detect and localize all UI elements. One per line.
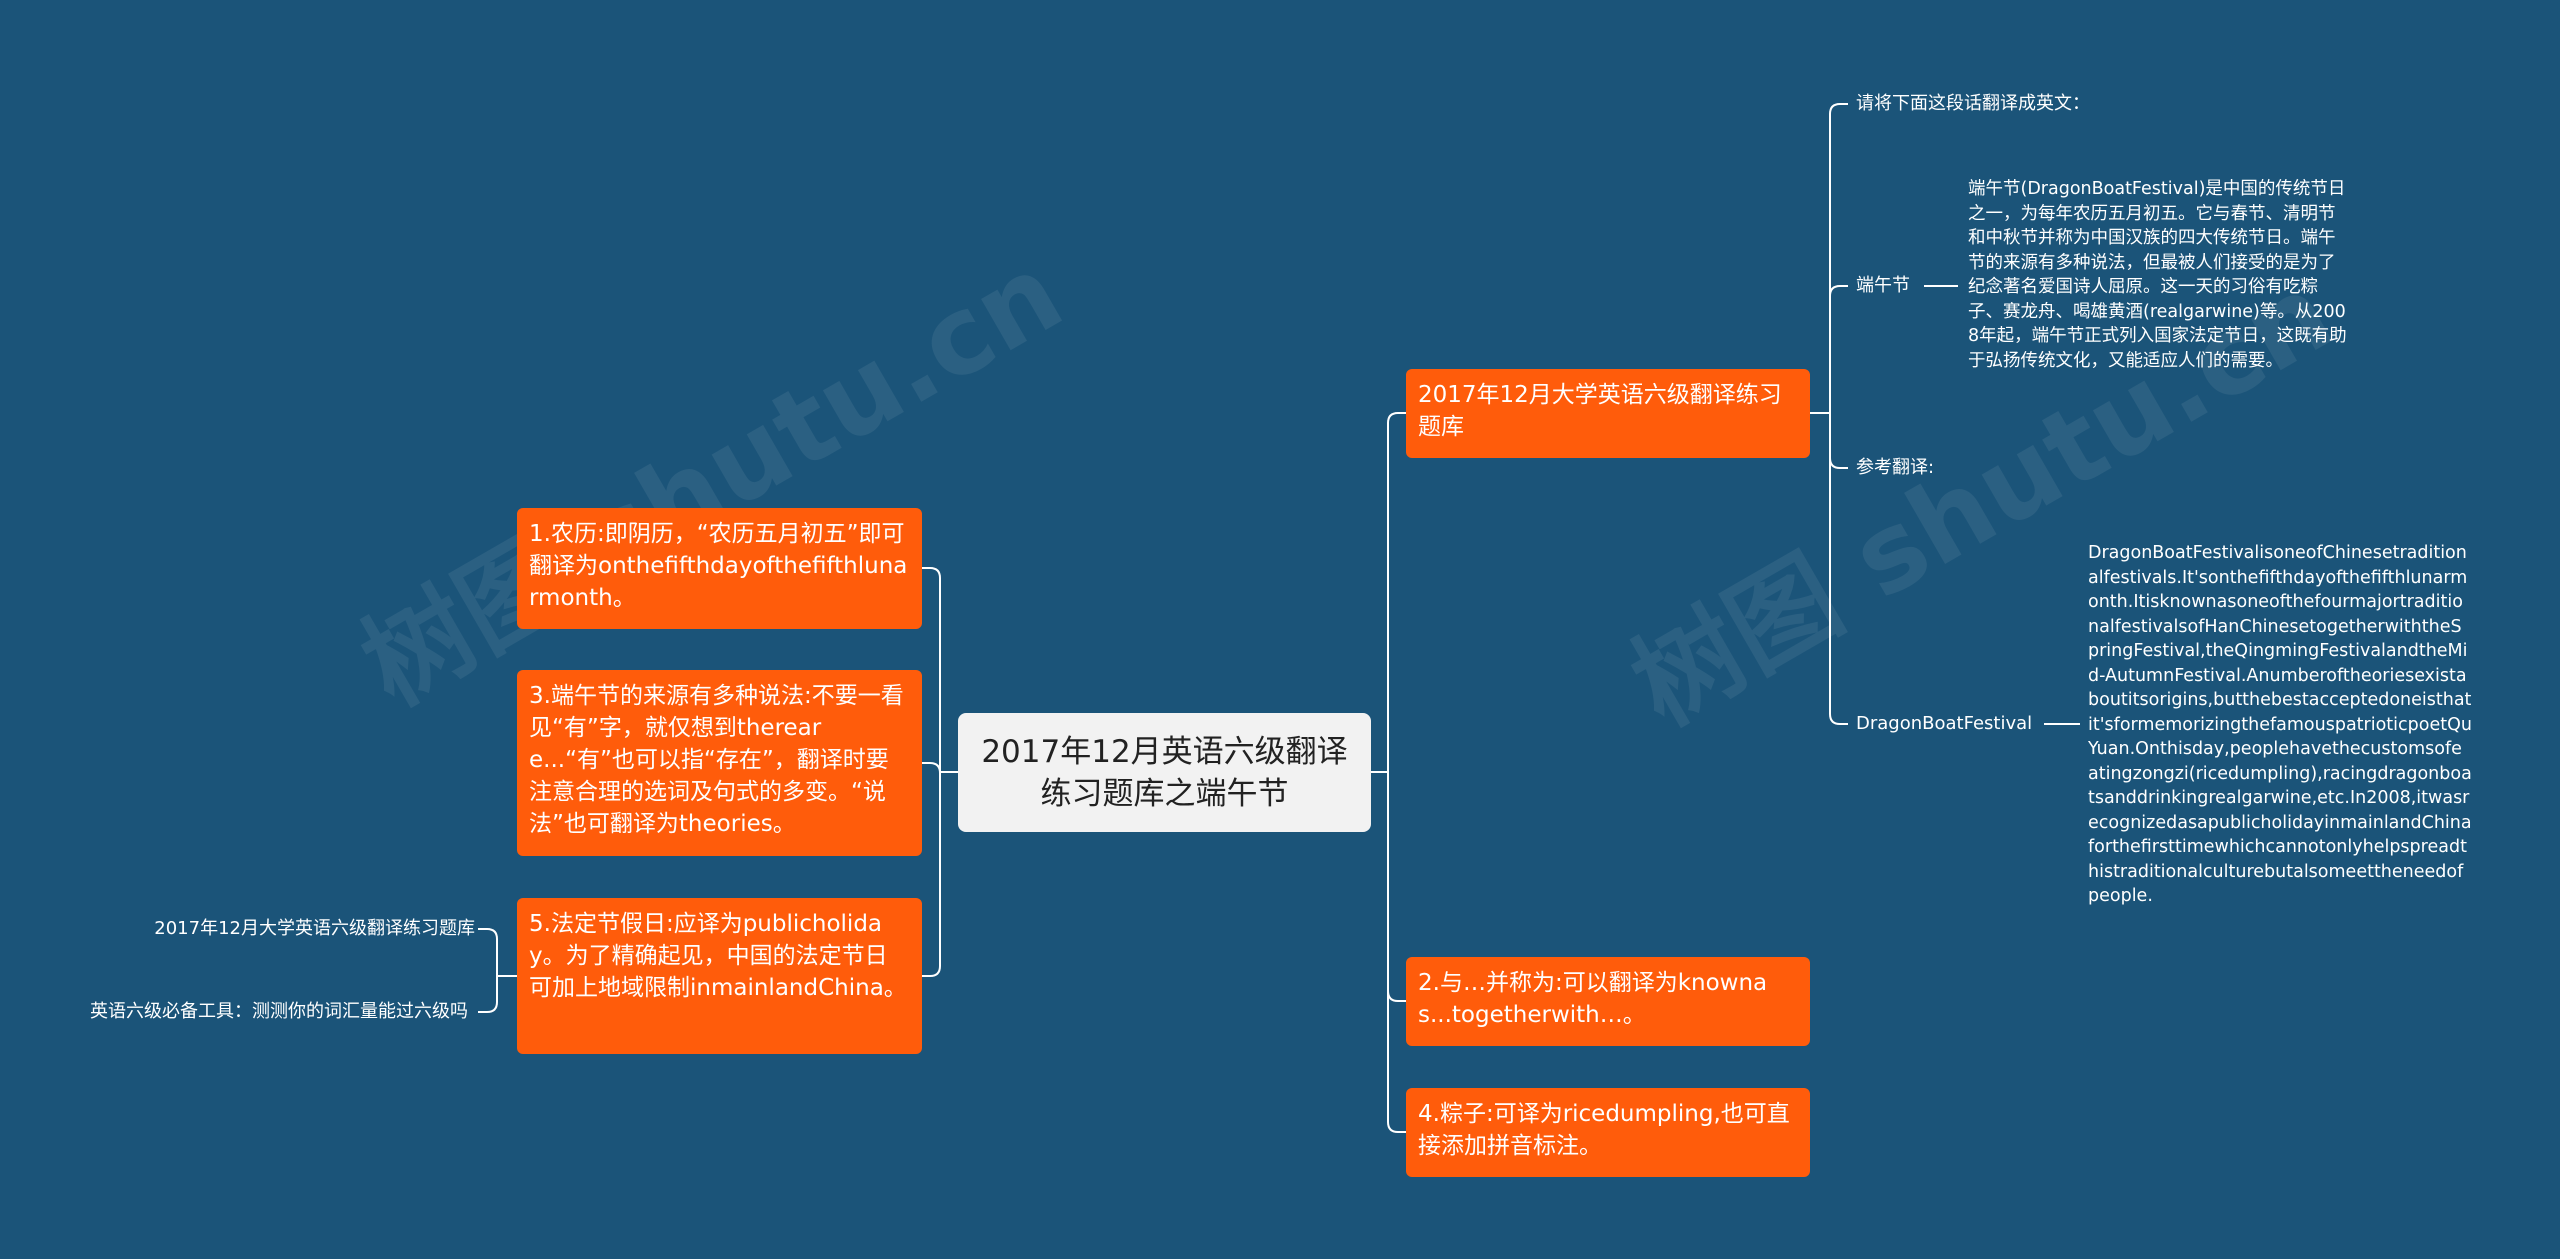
branch-left-public-holiday[interactable]: 5.法定节假日:应译为publicholiday。为了精确起见，中国的法定节日可… — [517, 898, 922, 1054]
root-left-link-0 — [922, 567, 941, 772]
subnode-duanwujie[interactable]: 端午节 — [1856, 275, 1910, 296]
branch-right-known-as-together-with[interactable]: 2.与…并称为:可以翻译为knownas...togetherwith…。 — [1406, 957, 1810, 1046]
root-right-link-0 — [1387, 412, 1406, 772]
subnode-left-vocabulary-tool[interactable]: 英语六级必备工具：测测你的词汇量能过六级吗 — [90, 1001, 468, 1022]
root-right-link-1 — [1387, 772, 1406, 1002]
root-topic[interactable]: 2017年12月英语六级翻译练习题库之端午节 — [958, 713, 1371, 832]
branch-left2-children-link-1 — [478, 976, 498, 1013]
branch0-children-link-0 — [1829, 103, 1848, 413]
root-left-link-1 — [922, 762, 941, 774]
branch-left-origin-theories[interactable]: 3.端午节的来源有多种说法:不要一看见“有”字，就仅想到thereare...“… — [517, 670, 922, 856]
subnode-dragon-boat-festival[interactable]: DragonBoatFestival — [1856, 713, 2033, 734]
subnode-translate-instruction[interactable]: 请将下面这段话翻译成英文： — [1856, 93, 2090, 114]
branch0-children-link-3 — [1829, 413, 1848, 725]
subnode-reference-translation[interactable]: 参考翻译: — [1856, 457, 1935, 478]
subnode-left-cet6-translation-bank[interactable]: 2017年12月大学英语六级翻译练习题库 — [154, 918, 475, 939]
detail-duanwujie-passage: 端午节(DragonBoatFestival)是中国的传统节日之一，为每年农历五… — [1968, 179, 2347, 371]
branch0-children-link-1 — [1829, 285, 1848, 413]
branch-right-cet6-translation-bank[interactable]: 2017年12月大学英语六级翻译练习题库 — [1406, 369, 1810, 458]
branch-left-lunar-calendar[interactable]: 1.农历:即阴历，“农历五月初五”即可翻译为onthefifthdayofthe… — [517, 508, 922, 629]
root-right-link-2 — [1387, 772, 1406, 1133]
branch-right-zongzi[interactable]: 4.粽子:可译为ricedumpling,也可直接添加拼音标注。 — [1406, 1088, 1810, 1177]
branch-left2-children-link-0 — [478, 928, 498, 976]
detail-english-translation: DragonBoatFestivalisoneofChinesetraditio… — [2088, 543, 2472, 906]
root-left-link-2 — [922, 772, 941, 977]
branch0-children-link-2 — [1829, 413, 1848, 469]
